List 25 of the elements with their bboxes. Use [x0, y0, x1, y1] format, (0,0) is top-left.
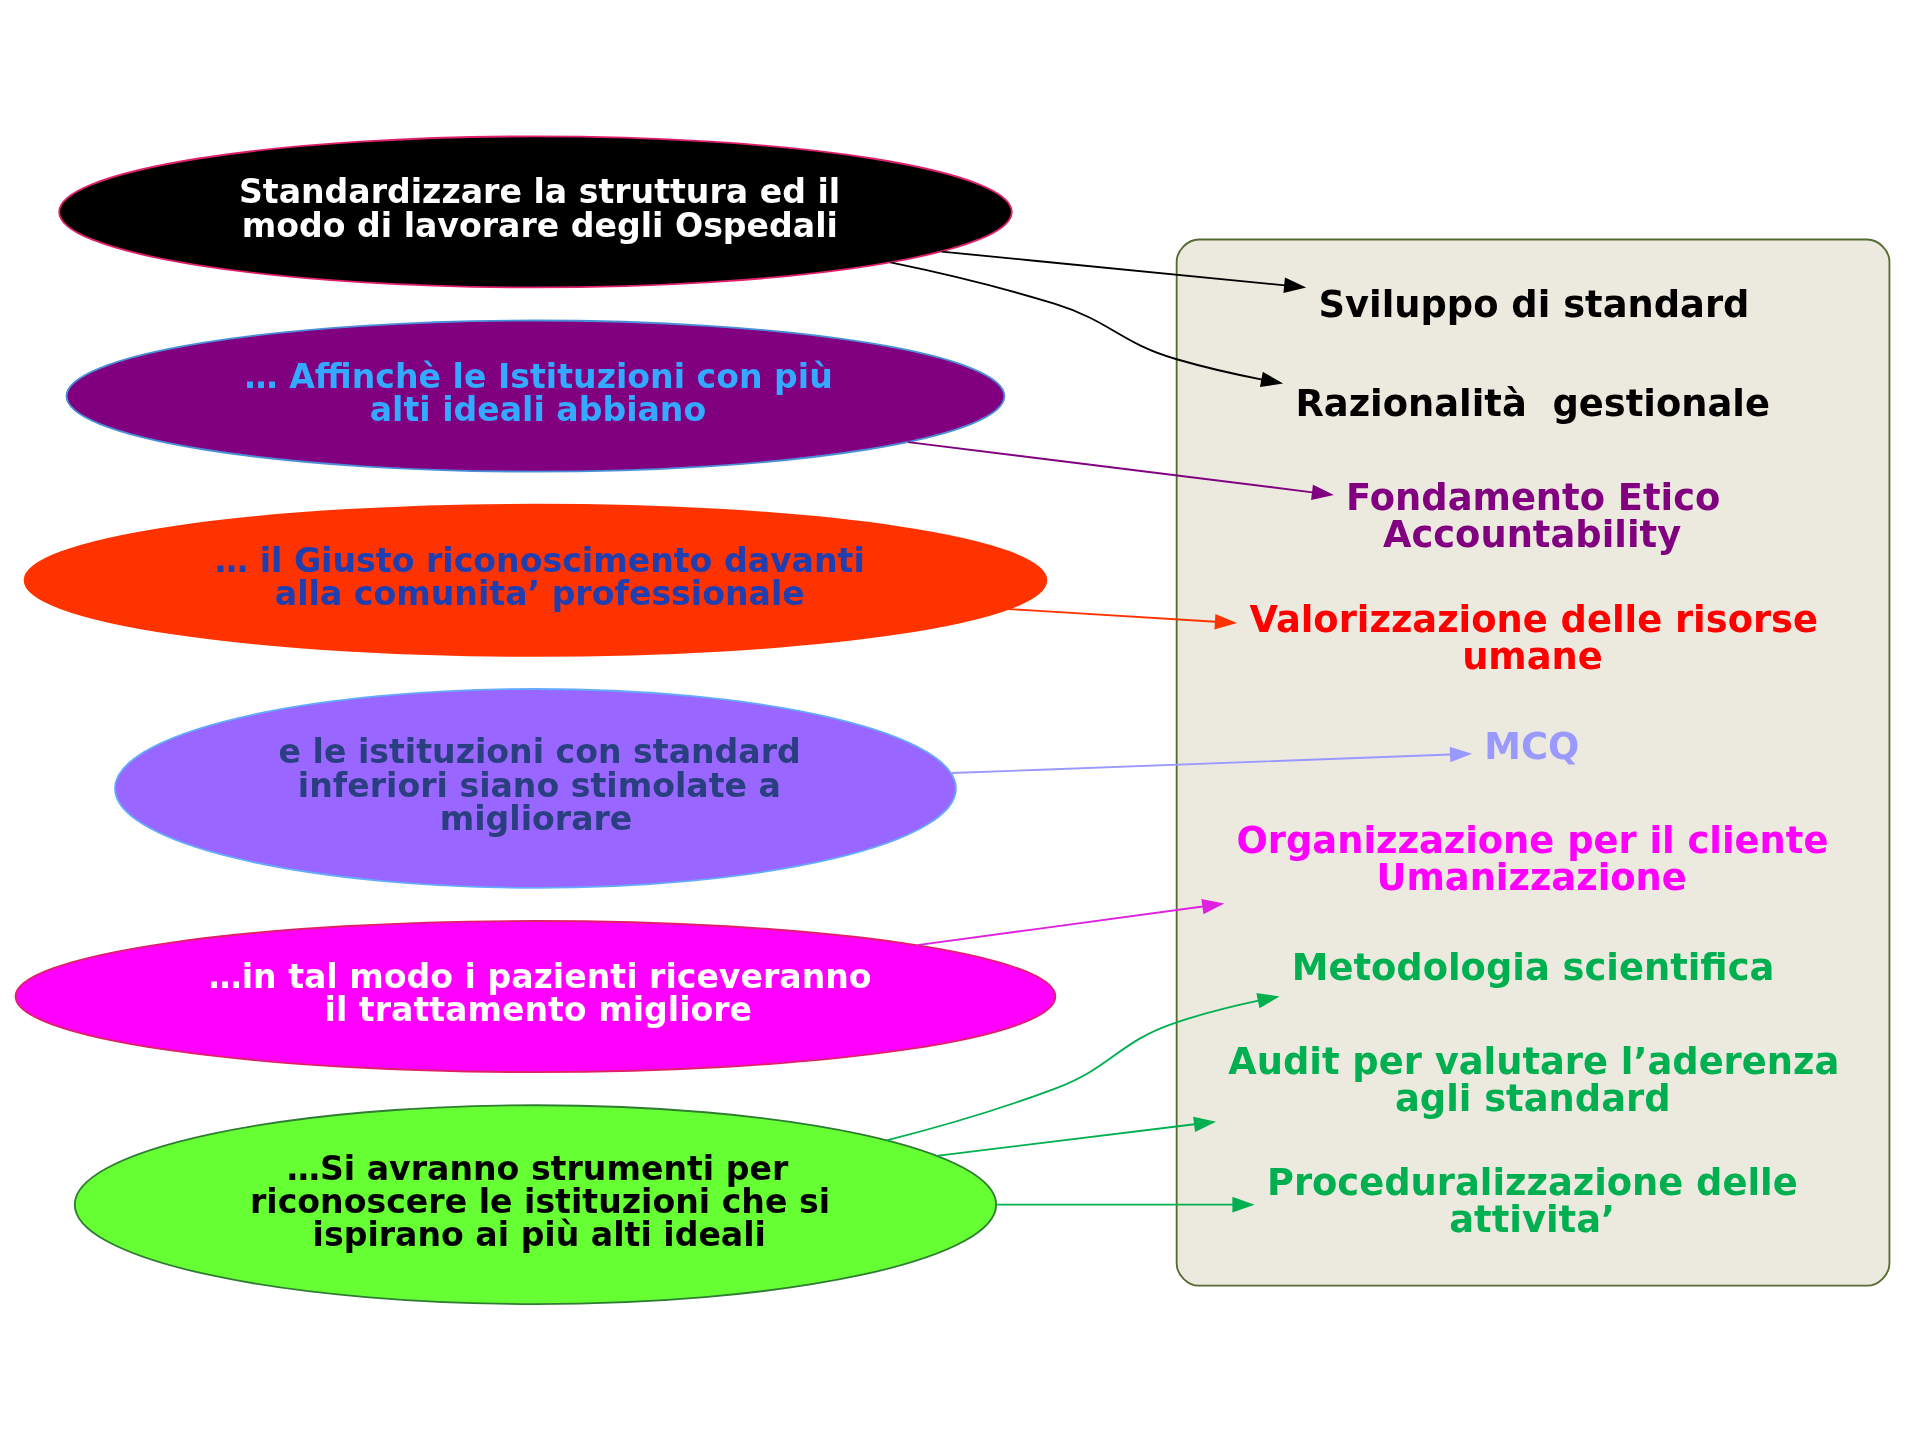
- node-text: Proceduralizzazione delle attivita’: [1266, 1161, 1798, 1242]
- node-ellipse: …in tal modo i pazienti riceveranno il trattamento migliore: [14, 920, 1057, 1073]
- node-ellipse: Standardizzare la struttura ed il modo di lavorare degli Ospedali: [58, 135, 1013, 289]
- node-text: Valorizzazione delle risorse umane: [1249, 597, 1819, 678]
- node-text: Sviluppo di standard: [1318, 282, 1750, 326]
- node-text: Fondamento Etico Accountability: [1346, 476, 1721, 557]
- arrow: [935, 1116, 1217, 1157]
- arrow: [907, 441, 1334, 500]
- arrow: [950, 746, 1473, 774]
- arrow: [916, 898, 1225, 947]
- node-text: Audit per valutare l’aderenza agli standard: [1228, 1039, 1840, 1120]
- arrow: [885, 993, 1280, 1142]
- cluster: [1175, 238, 1891, 1287]
- arrow: [996, 1196, 1255, 1213]
- arrow: [889, 261, 1284, 388]
- node-text: Organizzazione per il cliente Umanizzazione: [1236, 818, 1829, 899]
- node-text: Metodologia scientifica: [1291, 945, 1775, 989]
- node-text: MCQ: [1484, 724, 1580, 768]
- node-text: Razionalità gestionale: [1295, 382, 1770, 426]
- node-ellipse: …Si avranno strumenti per riconoscere le istituzioni che si ispirano ai più alti ideali: [73, 1104, 998, 1305]
- node-ellipse: e le istituzioni con standard inferiori siano stimolate a migliorare: [114, 688, 957, 889]
- arrow: [940, 250, 1307, 293]
- arrow: [1007, 608, 1237, 630]
- node-ellipse: … il Giusto riconoscimento davanti alla comunita’ professionale: [23, 503, 1048, 657]
- node-ellipse: … Affinchè le Istituzioni con più alti ideali abbiano: [65, 319, 1006, 473]
